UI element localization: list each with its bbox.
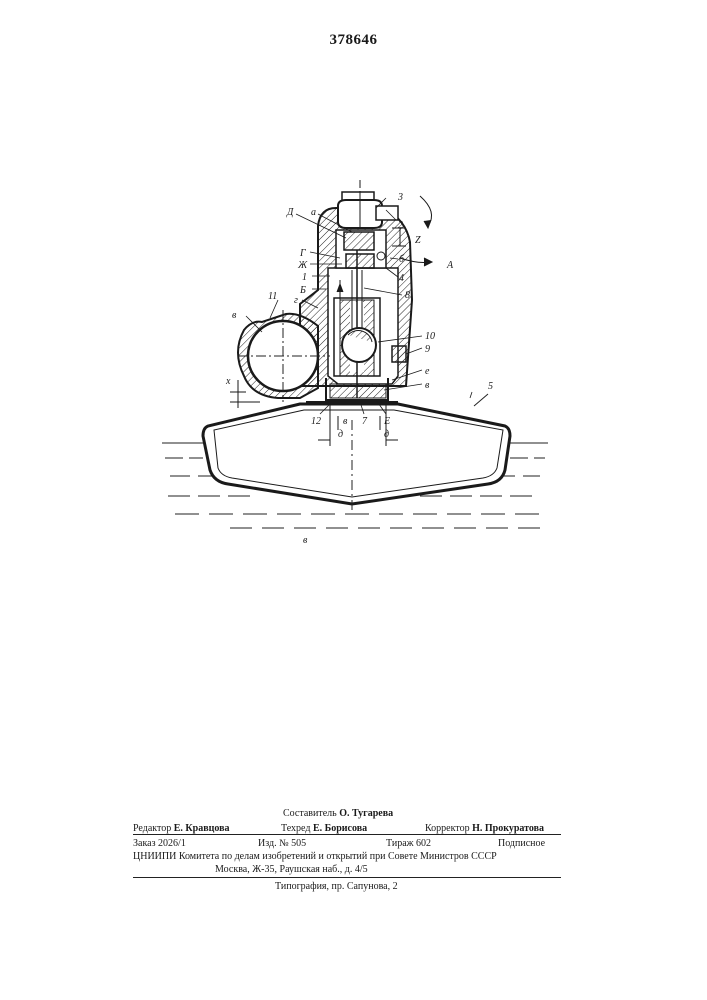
label-3: 3 <box>397 192 403 203</box>
label-12: 12 <box>311 416 321 427</box>
label-Zh: Ж <box>297 260 308 271</box>
label-A: А <box>446 260 454 271</box>
label-e: е <box>425 366 430 377</box>
label-B: Б <box>299 285 306 296</box>
proofreader-label: Корректор <box>425 823 470 834</box>
order-number: Заказ 2026/1 <box>133 837 186 850</box>
label-v-water: в <box>303 535 308 546</box>
label-1: 1 <box>302 272 307 283</box>
address: Москва, Ж-35, Раушская наб., д. 4/5 <box>215 863 368 876</box>
divider-top <box>133 834 561 835</box>
label-5: 5 <box>488 381 493 392</box>
label-a: а <box>311 207 316 218</box>
editor-label: Редактор <box>133 823 171 834</box>
institute: ЦНИИПИ Комитета по делам изобретений и о… <box>133 850 497 863</box>
label-v-pipe: в <box>232 310 237 321</box>
label-v-right: в <box>425 380 430 391</box>
label-D: Д <box>286 207 294 218</box>
label-x: х <box>225 376 231 387</box>
label-v-bottom-1: в <box>343 416 348 427</box>
label-d-1: д <box>338 429 343 440</box>
compiler-label: Составитель <box>283 808 337 819</box>
label-G: Г <box>299 248 306 259</box>
label-8: 8 <box>405 290 410 301</box>
label-E: Е <box>383 416 390 427</box>
label-z: Z <box>415 235 421 246</box>
label-2: 2 <box>398 220 403 231</box>
subscription: Подписное <box>498 837 545 850</box>
tech-editor-name: Е. Борисова <box>313 823 367 834</box>
tech-editor-label: Техред <box>281 823 310 834</box>
print-run: Тираж 602 <box>386 837 431 850</box>
pipe-clamp-11 <box>238 310 330 402</box>
label-10: 10 <box>425 331 435 342</box>
float-hull-5 <box>203 394 510 510</box>
label-9: 9 <box>425 344 430 355</box>
proofreader-name: Н. Прокуратова <box>472 823 544 834</box>
label-d-2: д <box>384 429 389 440</box>
compiler-name: О. Тугарева <box>339 808 393 819</box>
label-g: г <box>294 295 298 306</box>
editor-name: Е. Кравцова <box>174 823 230 834</box>
edition-number: Изд. № 505 <box>258 837 306 850</box>
label-4: 4 <box>399 273 404 284</box>
label-11: 11 <box>268 291 277 302</box>
divider-bottom <box>133 877 561 878</box>
printer: Типография, пр. Сапунова, 2 <box>275 880 398 893</box>
